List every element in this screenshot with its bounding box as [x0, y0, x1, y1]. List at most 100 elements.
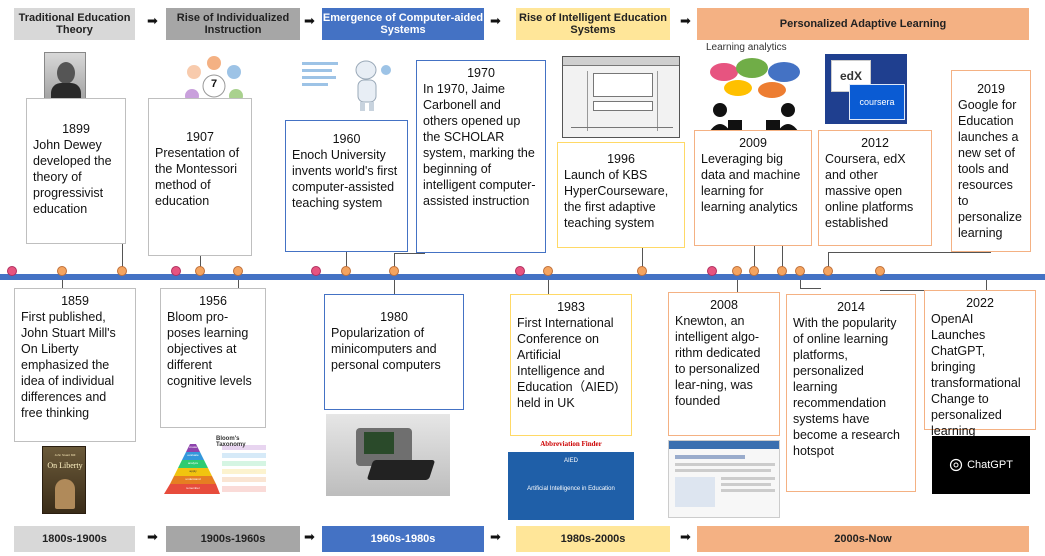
header-traditional: Traditional Education Theory	[14, 8, 135, 40]
header-label: Traditional Education Theory	[18, 12, 131, 36]
event-year: 1970	[467, 66, 495, 80]
bloom-level: create	[188, 445, 198, 449]
connector-line	[828, 252, 991, 269]
bloom-level: remember	[186, 486, 200, 490]
event-text: Launch of KBS HyperCourseware, the first…	[564, 168, 669, 230]
chatgpt-logo: ChatGPT	[932, 436, 1030, 494]
event-1996: 1996 Launch of KBS HyperCourseware, the …	[557, 142, 685, 248]
timeline-dot	[233, 266, 243, 276]
event-1960: 1960 Enoch University invents world's fi…	[285, 120, 408, 252]
timeline-dot	[57, 266, 67, 276]
timeline-dot	[117, 266, 127, 276]
footer-2000s-now: 2000s-Now	[697, 526, 1029, 552]
event-text: Knewton, an intelligent algo-rithm dedic…	[675, 314, 761, 408]
robot-image	[300, 56, 396, 112]
connector-line	[62, 276, 63, 288]
timeline-dot	[515, 266, 525, 276]
footer-1960s-1980s: 1960s-1980s	[322, 526, 484, 552]
footer-label: 1800s-1900s	[42, 533, 107, 545]
event-1859: 1859 First published, John Stuart Mill's…	[14, 288, 136, 442]
event-1907: 1907 Presentation of the Montessori meth…	[148, 98, 252, 256]
aied-acronym: AIED	[563, 458, 578, 464]
event-year: 1980	[380, 310, 408, 324]
aied-brand: Abbreviation Finder	[540, 440, 602, 448]
arrow-right-icon: ➡	[147, 14, 158, 29]
event-2008: 2008 Knewton, an intelligent algo-rithm …	[668, 292, 780, 436]
event-text: Enoch University invents world's first c…	[292, 148, 398, 210]
event-year: 1956	[199, 294, 227, 308]
connector-line	[754, 246, 755, 268]
event-year: 1899	[62, 122, 90, 136]
connector-line	[200, 256, 201, 268]
header-label: Personalized Adaptive Learning	[779, 18, 947, 30]
bloom-level: understand	[185, 477, 201, 481]
event-1970: 1970 In 1970, Jaime Carbonell and others…	[416, 60, 546, 253]
footer-label: 1900s-1960s	[200, 533, 266, 545]
bloom-level: analyze	[187, 461, 199, 465]
chatgpt-label: ChatGPT	[967, 459, 1013, 471]
header-individualized: Rise of Individualized Instruction	[166, 8, 300, 40]
event-year: 2014	[837, 300, 865, 314]
header-computer-aided: Emergence of Computer-aided Systems	[322, 8, 484, 40]
arrow-right-icon: ➡	[147, 530, 158, 545]
timeline-dot	[7, 266, 17, 276]
timeline-dot	[195, 266, 205, 276]
footer-label: 1960s-1980s	[370, 533, 436, 545]
coursera-logo-text: coursera	[859, 97, 895, 107]
bloom-level: evaluate	[187, 453, 199, 457]
arrow-right-icon: ➡	[490, 14, 501, 29]
event-year: 2009	[739, 136, 767, 150]
event-text: Leveraging big data and machine learning…	[701, 152, 801, 214]
on-liberty-book-cover: John Stuart Mill On Liberty	[42, 446, 86, 514]
timeline-dot	[795, 266, 805, 276]
event-2012: 2012 Coursera, edX and other massive ope…	[818, 130, 932, 246]
header-label: Rise of Individualized Instruction	[176, 12, 290, 36]
event-text: OpenAI Launches ChatGPT, bringing transf…	[931, 312, 1021, 438]
event-2019: 2019 Google for Education launches a new…	[951, 70, 1031, 252]
event-year: 1907	[186, 130, 214, 144]
kbs-hypercourseware-screenshot	[562, 56, 680, 138]
footer-label: 1980s-2000s	[560, 533, 626, 545]
event-text: With the popularity of online learning p…	[793, 316, 901, 458]
event-year: 1960	[332, 132, 361, 146]
event-text: Popularization of minicomputers and pers…	[331, 326, 441, 372]
event-year: 1983	[557, 300, 585, 314]
event-2014: 2014 With the popularity of online learn…	[786, 294, 916, 492]
edx-logo-text: edX	[839, 69, 862, 83]
connector-line	[737, 276, 738, 292]
event-year: 1996	[607, 152, 635, 166]
connector-line	[122, 244, 123, 268]
header-intelligent: Rise of Intelligent Education Systems	[516, 8, 670, 40]
aied-subtitle: Artificial Intelligence in Education	[527, 486, 615, 492]
timeline-dot	[875, 266, 885, 276]
book-author: John Stuart Mill	[54, 453, 76, 457]
connector-line	[548, 276, 549, 294]
learning-analytics-image: Learning analytics	[700, 42, 812, 138]
edx-coursera-image: edX coursera	[825, 54, 907, 124]
arrow-right-icon: ➡	[680, 14, 691, 29]
connector-line	[346, 252, 347, 268]
connector-line	[642, 248, 643, 268]
timeline-dot	[311, 266, 321, 276]
bloom-title: Bloom's Taxonomy	[216, 436, 246, 448]
event-year: 2012	[861, 136, 889, 150]
timeline-dot	[732, 266, 742, 276]
event-text: Presentation of the Montessori method of…	[155, 146, 240, 208]
connector-line	[782, 246, 783, 268]
timeline-dot	[389, 266, 399, 276]
connector-line	[394, 253, 425, 269]
footer-1900s-1960s: 1900s-1960s	[166, 526, 300, 552]
event-text: First International Conference on Artifi…	[517, 316, 619, 410]
event-year: 2008	[710, 298, 738, 312]
bloom-level: apply	[189, 469, 197, 473]
event-text: In 1970, Jaime Carbonell and others open…	[423, 82, 536, 208]
arrow-right-icon: ➡	[304, 14, 315, 29]
arrow-right-icon: ➡	[680, 530, 691, 545]
footer-1800s-1900s: 1800s-1900s	[14, 526, 135, 552]
event-text: Bloom pro-poses learning objectives at d…	[167, 310, 252, 388]
event-text: John Dewey developed the theory of progr…	[33, 138, 112, 216]
montessori-center-label: 7	[210, 78, 218, 90]
header-personalized: Personalized Adaptive Learning	[697, 8, 1029, 40]
aied-image: Abbreviation Finder AIED Artificial Inte…	[508, 438, 634, 520]
arrow-right-icon: ➡	[304, 530, 315, 545]
